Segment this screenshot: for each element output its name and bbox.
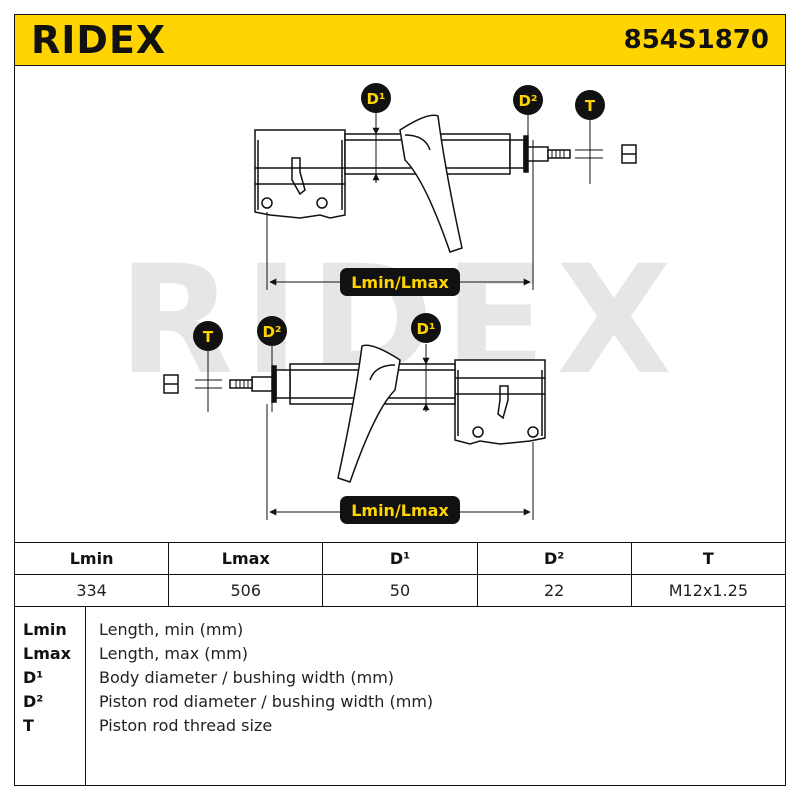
legend-description: Length, max (mm) [99,644,248,663]
spec-value-d2: 22 [476,574,632,607]
header-bar: RIDEX 854S1870 [14,14,786,66]
svg-text:T: T [585,97,596,115]
legend-divider [85,606,86,785]
spec-value-t: M12x1.25 [630,574,787,607]
legend-description: Body diameter / bushing width (mm) [99,668,395,687]
legend-symbol: T [23,716,34,735]
legend-item: T Piston rod thread size [15,716,775,740]
legend-item: D² Piston rod diameter / bushing width (… [15,692,775,716]
legend-symbol: D² [23,692,44,711]
brand-logo: RIDEX [31,18,167,62]
d2-callout-upper: D² [513,85,543,115]
shock-absorber-diagram: RIDEX [118,83,672,524]
legend-symbol: Lmax [23,644,71,663]
spec-table-value-row: 334 506 50 22 M12x1.25 [13,574,787,607]
part-number: 854S1870 [623,25,769,55]
svg-text:D²: D² [262,323,281,341]
lower-dimension-lines [195,344,534,520]
legend-description: Piston rod diameter / bushing width (mm) [99,692,434,711]
legend-box: Lmin Length, min (mm) Lmax Length, max (… [14,606,786,786]
spec-header-d1: D¹ [322,542,478,575]
svg-text:T: T [203,328,214,346]
spec-table: Lmin Lmax D¹ D² T 334 506 50 22 M12x1.25 [13,542,787,607]
t-callout-lower: T [193,321,223,351]
legend-item: D¹ Body diameter / bushing width (mm) [15,668,775,692]
spec-header-d2: D² [476,542,632,575]
legend-item: Lmax Length, max (mm) [15,644,775,668]
length-callout-lower: Lmin/Lmax [340,496,460,524]
d1-callout-lower: D¹ [411,313,441,343]
svg-text:D¹: D¹ [416,320,435,338]
svg-text:D²: D² [518,92,537,110]
length-callout-upper: Lmin/Lmax [340,268,460,296]
legend-symbol: D¹ [23,668,44,687]
spec-value-lmax: 506 [168,574,324,607]
svg-text:Lmin/Lmax: Lmin/Lmax [351,501,449,520]
t-callout-upper: T [575,90,605,120]
upper-shock-absorber [254,114,637,253]
spec-value-lmin: 334 [13,574,170,607]
svg-text:Lmin/Lmax: Lmin/Lmax [351,273,449,292]
spec-header-lmin: Lmin [13,542,170,575]
spec-table-header-row: Lmin Lmax D¹ D² T [13,542,787,575]
legend-description: Piston rod thread size [99,716,273,735]
spec-value-d1: 50 [322,574,478,607]
legend-symbol: Lmin [23,620,67,639]
legend-description: Length, min (mm) [99,620,244,639]
d1-callout-upper: D¹ [361,83,391,113]
lower-shock-absorber [163,344,546,483]
spec-header-lmax: Lmax [168,542,324,575]
d2-callout-lower: D² [257,316,287,346]
legend-item: Lmin Length, min (mm) [15,620,775,644]
spec-header-t: T [630,542,787,575]
drawing-frame [14,66,786,542]
svg-text:D¹: D¹ [366,90,385,108]
